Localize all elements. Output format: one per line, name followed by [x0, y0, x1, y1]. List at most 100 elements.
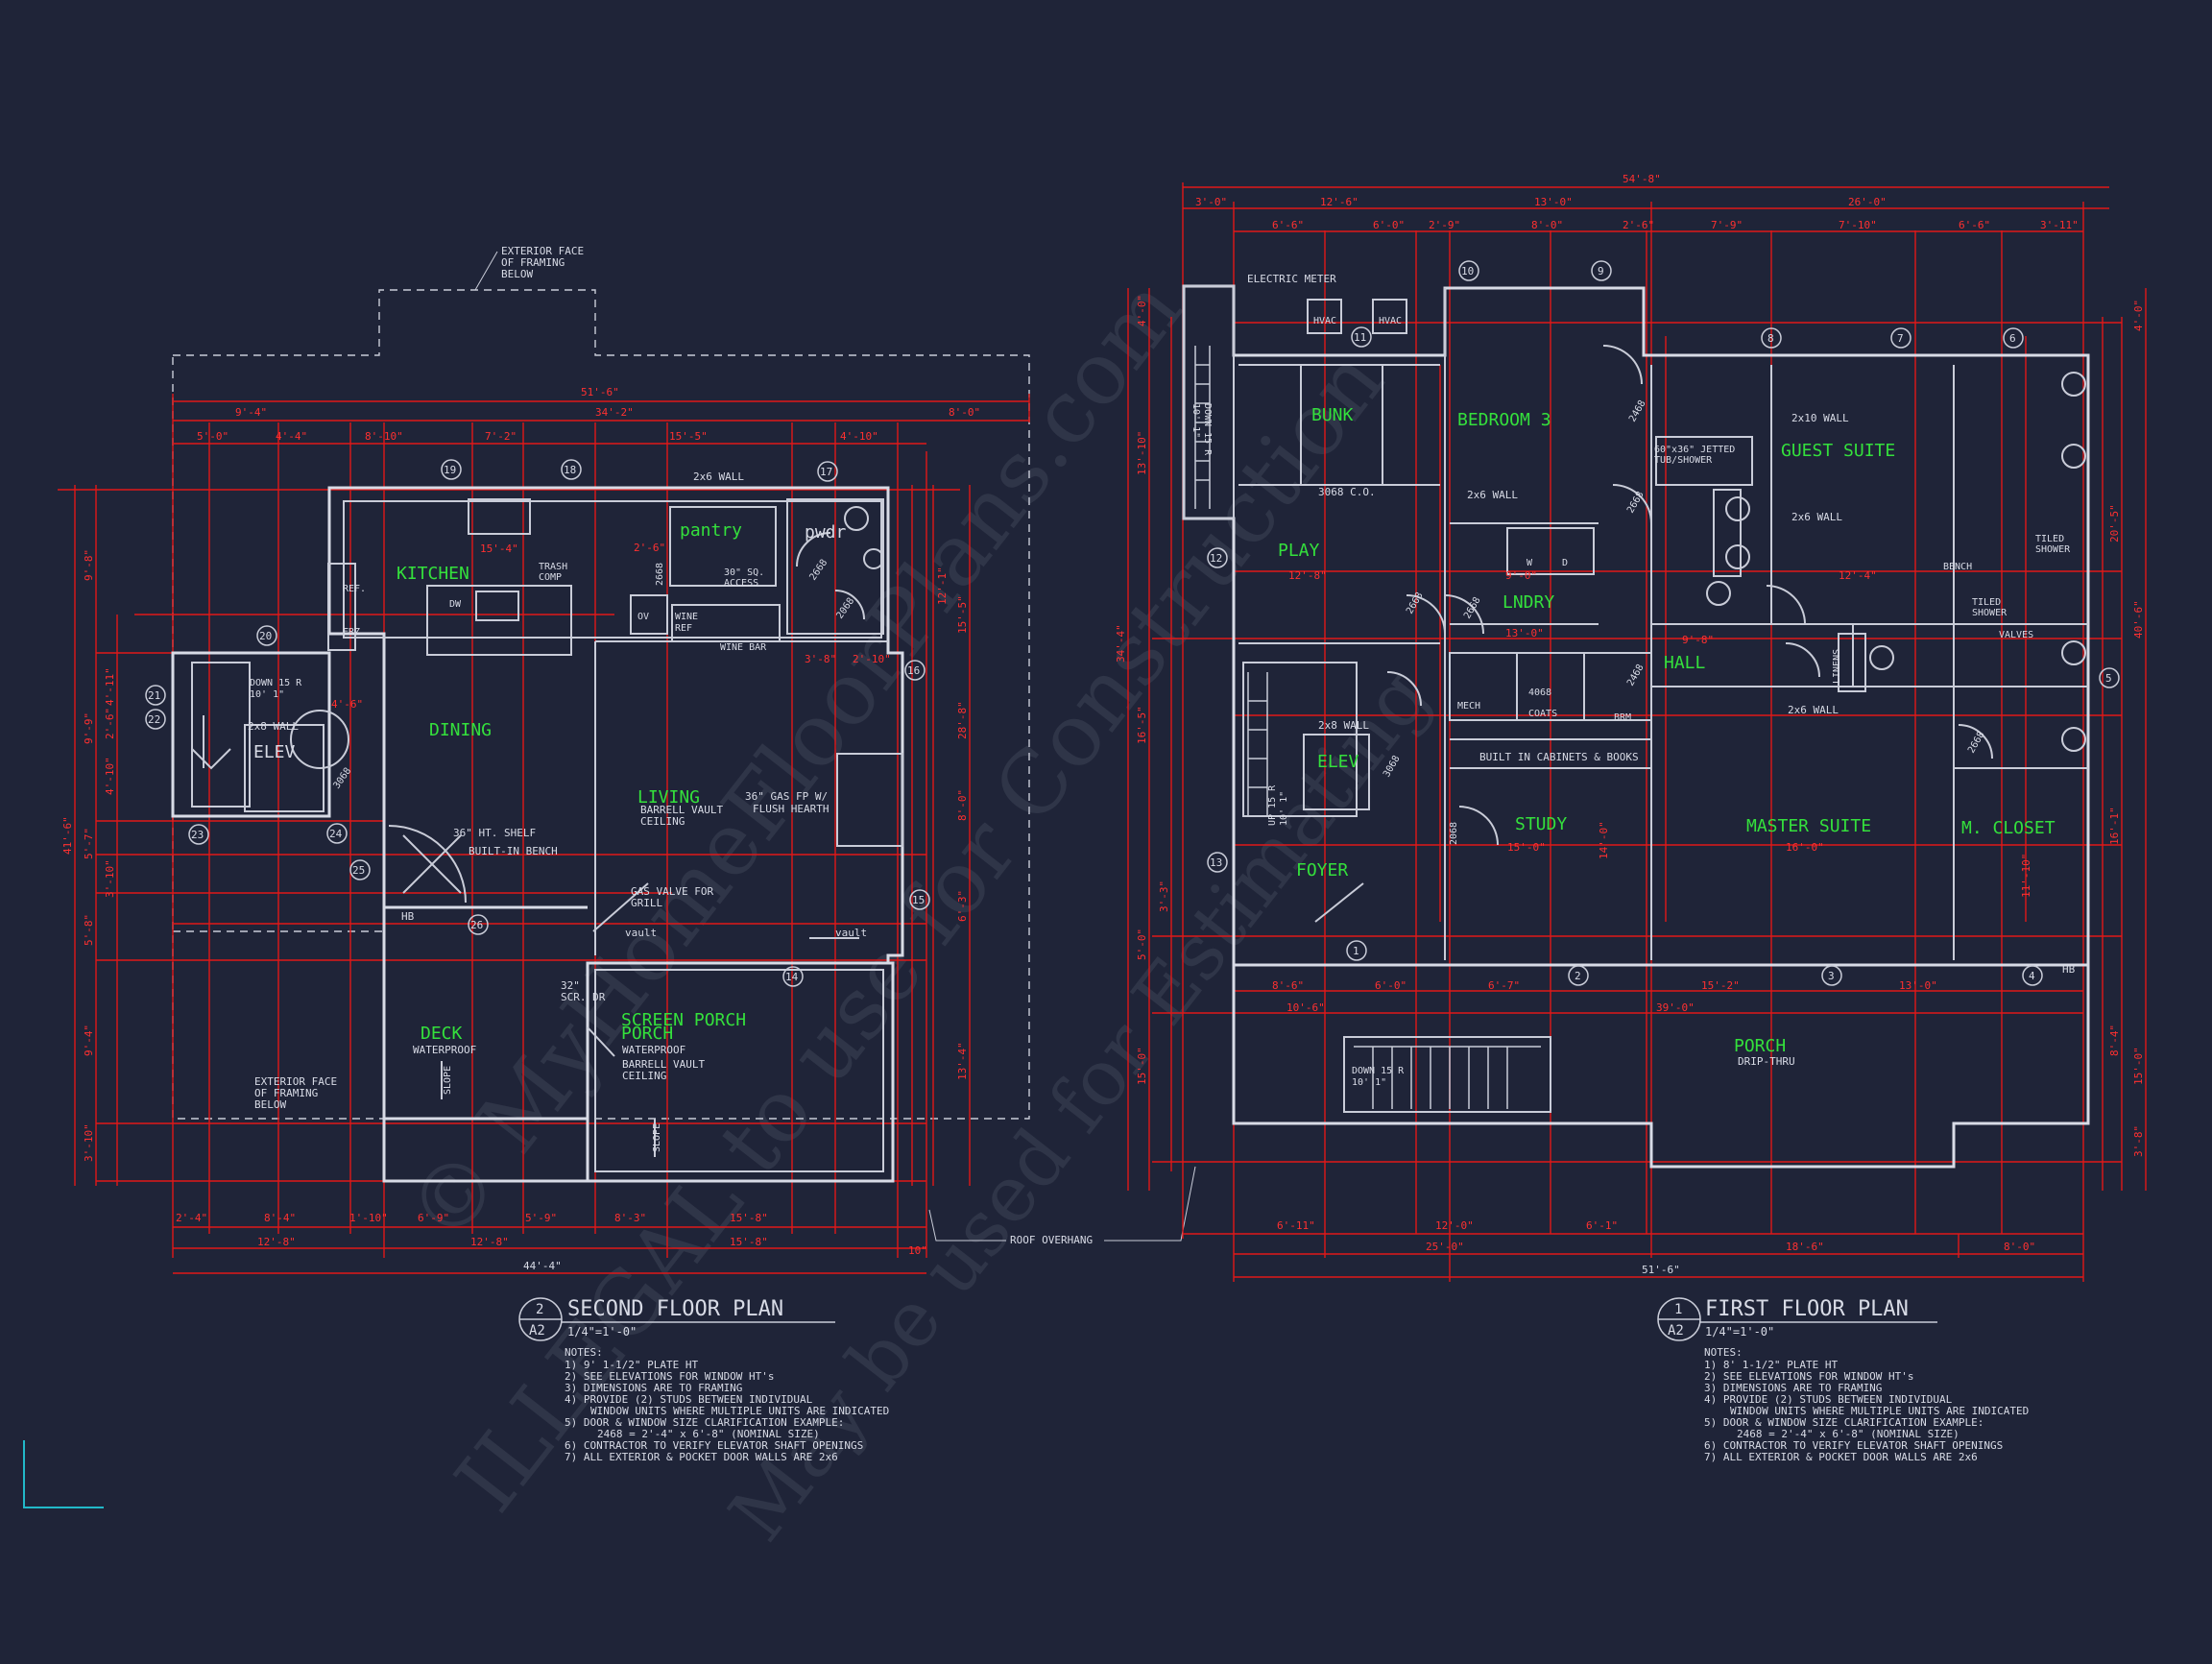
dim-bot1-a: 2'-4": [176, 1212, 207, 1224]
second-notes-label: NOTES:: [565, 1346, 603, 1359]
first-note-1: 1) 8' 1-1/2" PLATE HT: [1704, 1359, 1838, 1371]
tag-23: 23: [191, 829, 204, 841]
dim-bot2-b: 12'-8": [470, 1236, 509, 1248]
dim-bot1-d: 6'-9": [418, 1212, 449, 1224]
tag-3: 3: [1828, 970, 1835, 982]
first-floor-dimension-lines: [1127, 182, 2147, 1282]
deck-slope-label: SLOPE: [443, 1066, 453, 1095]
room-master-suite: MASTER SUITE: [1746, 816, 1871, 836]
dim-int-i: 11'-10": [2020, 854, 2032, 898]
dim-int-b: 9'-0": [1505, 569, 1537, 582]
gas-valve-label-1: GAS VALVE FOR: [631, 885, 713, 898]
dim-left-h: 5'-8": [83, 914, 95, 946]
tag-20: 20: [259, 630, 272, 642]
second-note-7: 7) ALL EXTERIOR & POCKET DOOR WALLS ARE …: [565, 1451, 838, 1463]
dim-overall-top: 54'-8": [1623, 173, 1661, 185]
dim-left-f: 5'-7": [83, 828, 95, 859]
dim-bot2-b: 18'-6": [1786, 1241, 1824, 1253]
dim-bot1-e: 5'-9": [525, 1212, 557, 1224]
ucs-corner-mark: [23, 1440, 104, 1508]
wall-2x6-master-label: 2x6 WALL: [1788, 704, 1839, 716]
dim-top1-c: 13'-0": [1534, 196, 1573, 208]
dim-left-i: 9'-4": [83, 1025, 95, 1056]
barrel-vault-label-2: CEILING: [640, 815, 685, 828]
dim-porch-b: 6'-0": [1375, 979, 1407, 992]
dim-top1-b: 12'-6": [1320, 196, 1358, 208]
ext-face-lower-1: EXTERIOR FACE: [254, 1075, 337, 1088]
dim-int-h: 14'-0": [1598, 821, 1610, 859]
down-stair-label-1: DOWN 15 R: [1202, 403, 1213, 456]
tag-6: 6: [2009, 332, 2016, 345]
tag-19: 19: [444, 464, 456, 476]
dim-left-j: 3'-10": [83, 1123, 95, 1162]
dim-top2-f: 4'-10": [840, 430, 878, 443]
second-plan-title: SECOND FLOOR PLAN: [567, 1297, 783, 1321]
dim-top1-d: 26'-0": [1848, 196, 1887, 208]
dim-left-overall: 41'-6": [61, 816, 74, 855]
room-screen-porch: SCREEN PORCH: [621, 1010, 746, 1030]
dim-left-a: 4'-0": [1136, 295, 1148, 326]
door-2468-bed: 2468: [1627, 398, 1648, 423]
second-floor-plan: EXTERIOR FACE OF FRAMING BELOW EXTERIOR …: [58, 245, 1196, 1463]
ref-label: REF.: [343, 584, 366, 594]
dim-top2-f: 7'-9": [1711, 219, 1743, 231]
dim-bot1-f: 8'-3": [614, 1212, 646, 1224]
room-porch: PORCH: [1734, 1036, 1786, 1056]
dim-right-b: 20'-5": [2108, 504, 2121, 543]
linens-label: LINENS: [1832, 649, 1842, 684]
dim-porch-total-a: 10'-6": [1286, 1001, 1325, 1014]
dim-top1-a: 3'-0": [1195, 196, 1227, 208]
ext-face-label-1: EXTERIOR FACE: [501, 245, 584, 257]
porch-down-label-2: 10' 1": [1352, 1077, 1386, 1088]
wall-2x8-label: 2x8 WALL: [248, 720, 299, 733]
dim-top2-b: 6'-0": [1373, 219, 1405, 231]
dim-top2-g: 7'-10": [1839, 219, 1877, 231]
dim-right-f: 15'-0": [2132, 1047, 2145, 1085]
first-plan-title: FIRST FLOOR PLAN: [1705, 1297, 1909, 1321]
second-floor-labels: EXTERIOR FACE OF FRAMING BELOW EXTERIOR …: [248, 245, 1196, 1246]
room-lndry: LNDRY: [1503, 592, 1554, 613]
room-hall: HALL: [1664, 653, 1706, 673]
room-study: STUDY: [1515, 814, 1567, 834]
tag-7: 7: [1897, 332, 1904, 345]
dim-int-d: 2'-10": [853, 653, 891, 665]
porch-slope-label: SLOPE: [652, 1123, 662, 1152]
second-floor-dimension-lines: [58, 394, 1030, 1274]
dw-label: DW: [449, 599, 462, 610]
porch-barrel-label-2: CEILING: [622, 1070, 666, 1082]
electric-meter-label: ELECTRIC METER: [1247, 273, 1336, 285]
hb-label: HB: [401, 910, 415, 923]
tiled-shower-2a: TILED: [1972, 597, 2001, 608]
tag-21: 21: [148, 689, 160, 702]
dim-bot2-c: 15'-8": [730, 1236, 768, 1248]
co-label: 3068 C.O.: [1318, 486, 1376, 498]
dim-porch-c: 6'-7": [1488, 979, 1520, 992]
brm-label: BRM: [1614, 712, 1631, 723]
tag-5: 5: [2105, 672, 2112, 685]
first-note-7: 7) ALL EXTERIOR & POCKET DOOR WALLS ARE …: [1704, 1451, 1978, 1463]
first-note-6: 6) CONTRACTOR TO VERIFY ELEVATOR SHAFT O…: [1704, 1439, 2003, 1452]
tag-1: 1: [1353, 945, 1359, 957]
access-label-2: ACCESS: [724, 578, 758, 589]
dim-porch-d: 15'-2": [1701, 979, 1740, 992]
frz-label: FRZ.: [343, 627, 366, 638]
second-plan-scale: 1/4"=1'-0": [567, 1325, 637, 1338]
dim-int-a: 12'-8": [1288, 569, 1327, 582]
roof-overhang-label: ROOF OVERHANG: [1010, 1234, 1093, 1246]
dim-left-g: 3'-10": [104, 859, 116, 898]
dim-overall-bottom: 51'-6": [1642, 1264, 1680, 1276]
dim-bot2-d: 10": [908, 1244, 927, 1257]
dim-right-e: 6'-3": [956, 890, 969, 922]
dim-top1-b: 34'-2": [595, 406, 634, 419]
room-pwdr: pwdr: [805, 522, 847, 543]
shelf-label: 36" HT. SHELF: [453, 827, 536, 839]
first-floor-plan: BUNK BEDROOM 3 GUEST SUITE PLAY LNDRY HA…: [1115, 173, 2147, 1463]
ov-label: OV: [637, 612, 649, 622]
dim-left-c: 4'-11": [104, 667, 116, 706]
first-note-3: 3) DIMENSIONS ARE TO FRAMING: [1704, 1382, 1882, 1394]
room-living: LIVING: [637, 787, 700, 808]
gas-valve-label-2: GRILL: [631, 897, 662, 909]
tag-14: 14: [785, 971, 799, 983]
dim-right-b: 15'-5": [956, 595, 969, 634]
dim-top2-b: 4'-4": [276, 430, 307, 443]
